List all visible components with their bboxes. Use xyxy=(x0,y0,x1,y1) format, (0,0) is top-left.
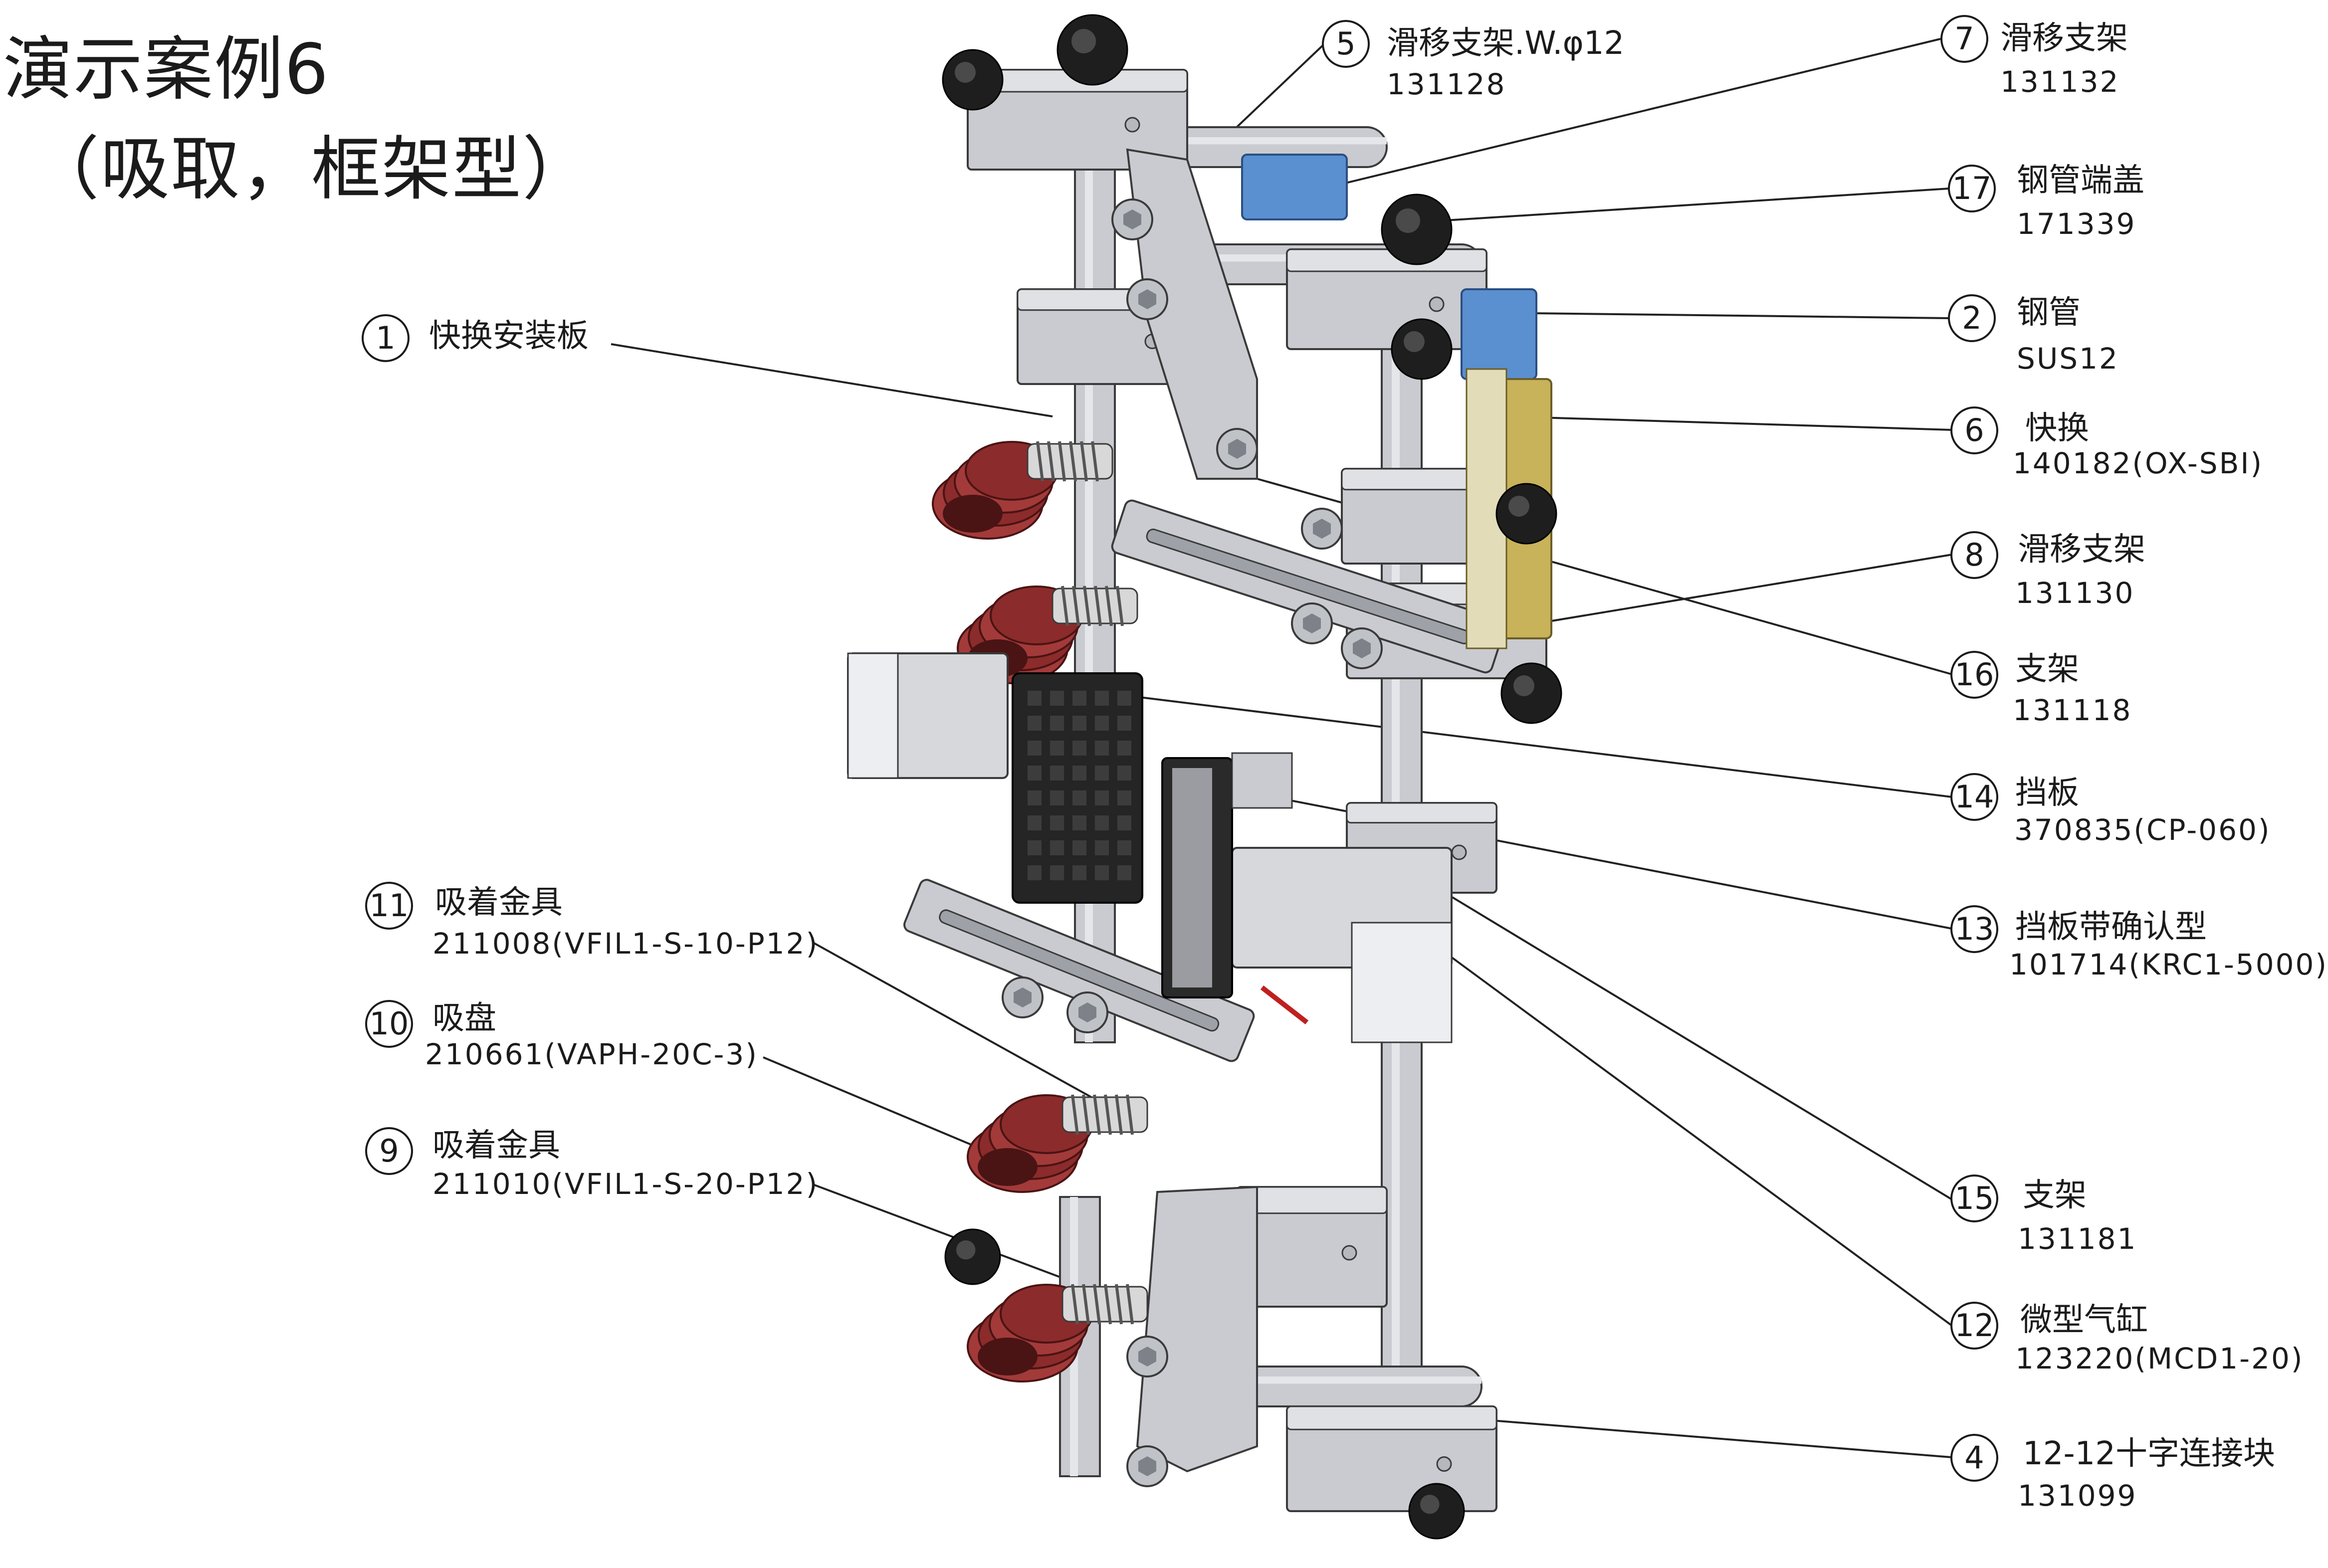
sliding-bracket xyxy=(1236,1186,1388,1308)
leader-line xyxy=(1441,1415,1952,1458)
leader-line xyxy=(1257,38,1941,205)
callout-number-badge: 8 xyxy=(1950,531,1998,579)
steel-tube-horizontal xyxy=(1221,1366,1482,1407)
leader-line xyxy=(813,942,1128,1118)
diagram-subtitle: （吸取，框架型） xyxy=(30,129,593,209)
part-name: 钢管端盖 xyxy=(2017,162,2144,199)
part-code: 131118 xyxy=(2013,693,2132,727)
bolt-head xyxy=(1111,198,1153,240)
callout-number-badge: 7 xyxy=(1940,15,1988,63)
bolt-head xyxy=(1341,627,1383,669)
leader-line xyxy=(1431,942,1953,1327)
part-code: 140182(OX-SBI) xyxy=(2013,446,2264,480)
sliding-bracket-slotted xyxy=(903,879,1255,1062)
bolt-head xyxy=(1291,602,1333,644)
callout-number-badge: 12 xyxy=(1950,1302,1998,1350)
quick-change-valve-side xyxy=(1466,368,1507,649)
steel-tube-end-cap xyxy=(1381,194,1453,265)
quick-change-connector xyxy=(1241,154,1537,380)
part-name: 快换安装板 xyxy=(429,318,589,355)
callout-number-badge: 5 xyxy=(1322,20,1370,68)
leader-line xyxy=(1436,887,1953,1200)
suction-cup xyxy=(967,1094,1148,1193)
part-name: 滑移支架.W.φ12 xyxy=(1387,25,1625,62)
bolt-head xyxy=(1066,991,1108,1033)
part-code: SUS12 xyxy=(2017,342,2119,376)
part-code: 131099 xyxy=(2018,1479,2137,1513)
baffle-with-confirmation xyxy=(1161,752,1309,1024)
bolt-head xyxy=(1126,1445,1168,1487)
steel-tube-end-cap xyxy=(1057,14,1128,86)
steel-tube-end-cap xyxy=(942,49,1004,111)
part-code: 211008(VFIL1-S-10-P12) xyxy=(432,927,819,961)
part-code: 370835(CP-060) xyxy=(2014,813,2271,847)
callout-number-badge: 16 xyxy=(1950,651,1998,699)
part-name: 微型气缸 xyxy=(2020,1302,2148,1339)
leader-line xyxy=(1476,554,1952,634)
callout-number-badge: 14 xyxy=(1950,773,1998,821)
steel-tube-end-cap xyxy=(1500,662,1562,724)
mechanical-assembly xyxy=(847,14,1562,1540)
part-code: 211010(VFIL1-S-20-P12) xyxy=(432,1167,819,1201)
bolt-head xyxy=(1216,428,1258,470)
part-name: 吸着金具 xyxy=(435,884,563,921)
callout-number-badge: 4 xyxy=(1950,1434,1998,1482)
part-code: 210661(VAPH-20C-3) xyxy=(425,1037,758,1071)
steel-tube-end-cap xyxy=(1495,483,1557,545)
leader-line xyxy=(1107,692,1952,798)
part-code: 171339 xyxy=(2017,207,2136,241)
steel-tube-end-cap xyxy=(1391,318,1453,380)
bolt-head xyxy=(1126,1336,1168,1377)
cross-connector-block xyxy=(1286,248,1487,350)
part-name: 支架 xyxy=(2023,1177,2087,1214)
callout-number-badge: 9 xyxy=(365,1127,413,1175)
part-name: 钢管 xyxy=(2017,294,2081,331)
part-name: 12-12十字连接块 xyxy=(2023,1435,2275,1472)
part-name: 滑移支架 xyxy=(2000,20,2128,57)
bolt-head xyxy=(1301,508,1343,550)
micro-cylinder xyxy=(847,652,1009,779)
callout-number-badge: 10 xyxy=(365,1000,413,1048)
part-code: 101714(KRC1-5000) xyxy=(2009,948,2328,981)
cross-connector-block xyxy=(1286,1405,1497,1512)
part-code: 131132 xyxy=(2000,65,2120,99)
diagram-title: 演示案例6 xyxy=(3,29,330,110)
part-name: 吸盘 xyxy=(432,1000,496,1037)
steel-tube-end-cap xyxy=(1408,1483,1465,1540)
callout-number-badge: 2 xyxy=(1948,294,1996,342)
part-code: 131181 xyxy=(2018,1222,2137,1256)
part-name: 快换 xyxy=(2025,410,2089,447)
leader-line xyxy=(1421,188,1950,223)
part-name: 吸着金具 xyxy=(432,1127,560,1164)
callout-number-badge: 15 xyxy=(1950,1175,1998,1222)
part-name: 支架 xyxy=(2015,651,2079,688)
bracket-plate xyxy=(1136,1185,1258,1473)
bolt-head xyxy=(1002,977,1044,1018)
callout-number-badge: 1 xyxy=(362,314,410,362)
callout-number-badge: 13 xyxy=(1950,905,1998,953)
part-name: 挡板 xyxy=(2015,775,2079,811)
leader-line xyxy=(611,343,1053,417)
part-code: 131128 xyxy=(1387,67,1506,101)
steel-tube-end-cap xyxy=(944,1228,1001,1285)
callout-number-badge: 11 xyxy=(365,882,413,930)
micro-cylinder xyxy=(1231,847,1453,1043)
part-code: 131130 xyxy=(2015,576,2135,610)
callout-number-badge: 17 xyxy=(1948,165,1996,212)
leader-line xyxy=(1506,415,1952,431)
part-code: 123220(MCD1-20) xyxy=(2015,1342,2304,1375)
part-name: 挡板带确认型 xyxy=(2015,909,2207,946)
suction-cup xyxy=(932,441,1113,540)
baffle-plate xyxy=(1012,672,1143,904)
bolt-head xyxy=(1126,278,1168,320)
part-name: 滑移支架 xyxy=(2018,531,2145,568)
suction-cup xyxy=(967,1284,1148,1382)
callout-number-badge: 6 xyxy=(1950,406,1998,454)
